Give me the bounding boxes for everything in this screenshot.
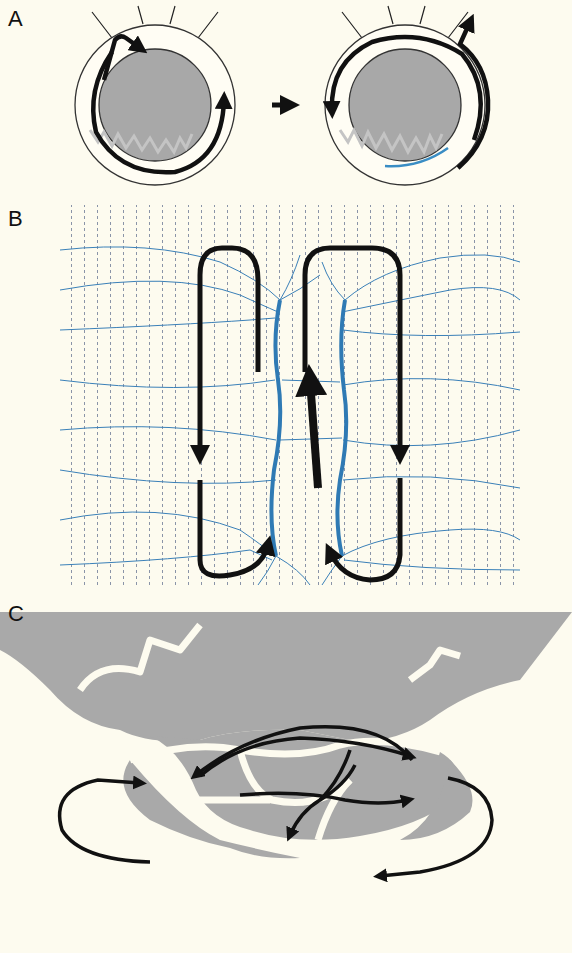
tube-cross-section-right [325, 6, 488, 185]
panel-label: A [8, 8, 23, 30]
flow-arrows [60, 727, 492, 876]
flow-arrows [200, 248, 400, 580]
fracture-network [60, 205, 520, 585]
panel-label: C [8, 603, 24, 625]
tube-cross-section-left [75, 6, 235, 185]
rock-map [0, 612, 572, 858]
panel-label: B [8, 208, 23, 230]
sequence-arrow [272, 103, 290, 108]
